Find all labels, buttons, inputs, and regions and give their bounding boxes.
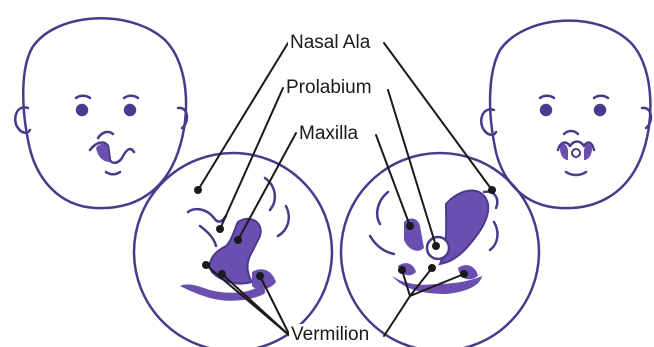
leader-vermilion-right-1 xyxy=(384,296,410,336)
label-maxilla: Maxilla xyxy=(297,123,360,145)
dot-vermilion-right-3 xyxy=(460,270,468,278)
left-zoom-lip-fill xyxy=(180,284,265,300)
leader-prolabium-left xyxy=(220,88,283,229)
dot-vermilion-left-1 xyxy=(202,261,210,269)
dot-nasal-ala-left xyxy=(194,186,202,194)
left-infant-face xyxy=(15,18,187,208)
dot-nasal-ala-right xyxy=(488,186,496,194)
dot-vermilion-right-1 xyxy=(398,266,406,274)
dot-maxilla-right xyxy=(406,222,414,230)
dot-vermilion-left-3 xyxy=(256,272,264,280)
label-nasal-ala: Nasal Ala xyxy=(288,32,372,54)
label-vermilion: Vermilion xyxy=(289,324,371,346)
dot-vermilion-left-2 xyxy=(218,270,226,278)
right-face-prolabium xyxy=(572,149,580,157)
dot-vermilion-right-2 xyxy=(428,264,436,272)
leader-nasal-ala-right xyxy=(384,43,492,190)
leader-nasal-ala-left xyxy=(198,43,288,190)
dot-prolabium-left xyxy=(216,225,224,233)
dot-prolabium-right xyxy=(432,242,440,250)
leader-maxilla-right xyxy=(376,135,410,226)
left-zoom-vermilion-fill xyxy=(252,269,276,289)
dot-maxilla-left xyxy=(234,236,242,244)
label-prolabium: Prolabium xyxy=(284,77,374,99)
leader-vermilion-left-3 xyxy=(260,276,290,336)
